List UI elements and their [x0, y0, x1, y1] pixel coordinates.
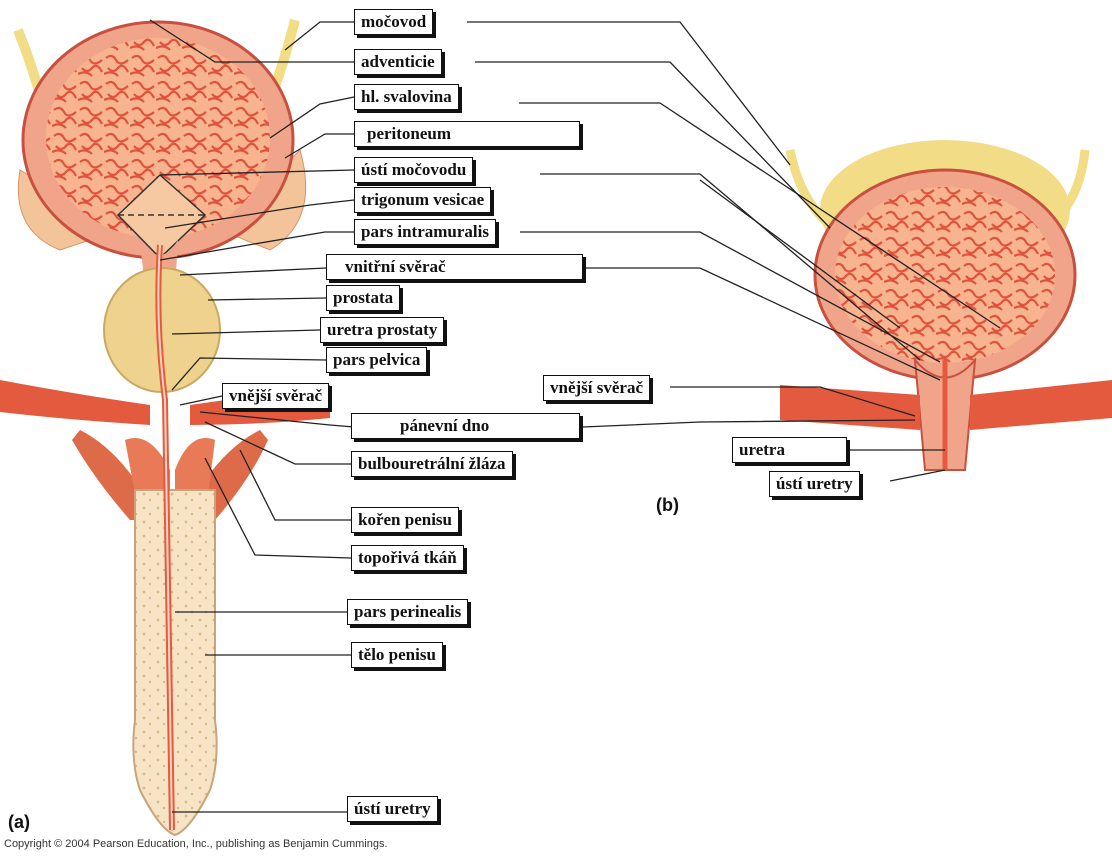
label-koren-penisu: kořen penisu [351, 507, 459, 533]
copyright-text: Copyright © 2004 Pearson Education, Inc.… [4, 838, 388, 850]
panel-b-label: (b) [656, 495, 679, 516]
label-trigonum-vesicae: trigonum vesicae [354, 187, 491, 213]
label-mocovod: močovod [354, 9, 433, 35]
panel-a-illustration [0, 20, 330, 835]
label-bulbouretralni-zlaza: bulbouretrální žláza [351, 451, 513, 477]
label-uretra-prostaty: uretra prostaty [320, 317, 444, 343]
label-uretra-b: uretra [732, 437, 847, 463]
label-telo-penisu: tělo penisu [351, 642, 443, 668]
label-usti-mocovodu: ústí močovodu [354, 157, 473, 183]
label-hl-svalovina: hl. svalovina [354, 84, 459, 110]
label-usti-uretry-b: ústí uretry [769, 471, 860, 497]
panel-a-label: (a) [8, 812, 30, 833]
label-peritoneum: peritoneum [354, 121, 580, 147]
label-usti-uretry-a: ústí uretry [347, 796, 438, 822]
label-pars-perinealis: pars perinealis [347, 599, 468, 625]
label-adventicie: adventicie [354, 49, 442, 75]
label-vnejsi-sverac-b: vnější svěrač [543, 375, 650, 401]
label-vnitrni-sverac: vnitřní svěrač [326, 254, 583, 280]
label-toporiva-tkan: topořivá tkáň [351, 545, 464, 571]
label-pars-pelvica: pars pelvica [326, 347, 427, 373]
label-panevni-dno: pánevní dno [351, 413, 580, 439]
label-vnejsi-sverac-a: vnější svěrač [222, 383, 329, 409]
label-pars-intramuralis: pars intramuralis [354, 219, 496, 245]
label-prostata: prostata [326, 285, 400, 311]
